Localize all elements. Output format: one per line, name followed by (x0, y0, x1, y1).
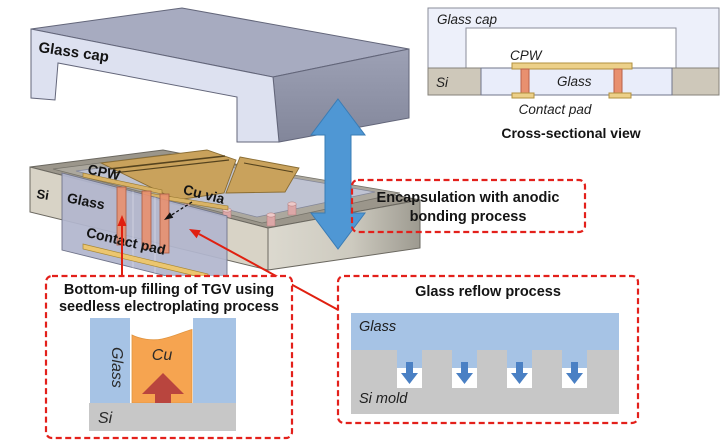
cs-cpw-strip (511, 62, 633, 70)
cs-cpw-label: CPW (510, 48, 543, 63)
cs-caption: Cross-sectional view (501, 125, 640, 141)
tgv-si-base (89, 403, 236, 431)
substrate-cpw-label: CPW (86, 161, 122, 184)
tgv-box: Bottom-up filling of TGV using seedless … (44, 274, 294, 440)
cs-pad-left (511, 92, 535, 99)
tgv-up-arrow (142, 373, 184, 425)
cu-via-bar (141, 190, 152, 250)
encapsulation-line1: Encapsulation with anodic (377, 190, 560, 206)
tgv-glass-column-left (90, 318, 130, 403)
substrate-si-label: Si (36, 186, 50, 203)
cpw-slot-line (112, 159, 230, 174)
tgv-cu-label: Cu (152, 347, 173, 364)
tgv-copper-fill (131, 328, 193, 404)
reflow-box: Glass reflow process Glass Si mold (336, 274, 640, 425)
encapsulation-line2: bonding process (410, 209, 527, 225)
substrate-3d: Si Glass CPW Cu via Contact pad (29, 149, 421, 297)
cs-cavity (465, 27, 677, 69)
reflow-si-mold-label: Si mold (359, 391, 408, 407)
glass-cap-3d: Glass cap (30, 7, 410, 143)
tgv-si-label: Si (98, 410, 113, 427)
reflow-callout-arrow (189, 229, 343, 313)
encapsulation-callout: Encapsulation with anodic bonding proces… (350, 178, 587, 234)
reflow-glass-layer (351, 313, 619, 368)
tgv-glass-column-right (193, 318, 236, 403)
tgv-glass-label: Glass (108, 347, 125, 388)
reflow-glass-label: Glass (359, 319, 396, 335)
cap-front-face (30, 28, 280, 143)
tgv-title-line1: Bottom-up filling of TGV using (64, 282, 274, 298)
reflow-down-arrows (401, 362, 583, 384)
cs-contact-pad-label: Contact pad (519, 102, 592, 117)
cs-glass-label: Glass (557, 74, 592, 89)
up-down-arrow (310, 98, 366, 250)
cs-pad-right (608, 92, 632, 99)
cs-via-right (613, 68, 623, 94)
tgv-title-line2: seedless electroplating process (59, 299, 279, 315)
reflow-title: Glass reflow process (415, 284, 561, 300)
cpw-slot-line (243, 162, 294, 173)
encapsulation-box (350, 178, 587, 234)
substrate-glass-label: Glass (66, 190, 107, 213)
cu-via-bar (159, 193, 170, 254)
cs-si-label: Si (436, 75, 449, 90)
cpw-slot-line (108, 155, 226, 170)
cross-section-view: Glass cap CPW Si Glass Contact pad Cross… (427, 7, 720, 141)
cpw-plate-right (225, 156, 300, 194)
cs-via-left (520, 68, 530, 94)
cs-glass-cap-label: Glass cap (437, 12, 498, 27)
cu-via-dashed-arrow (164, 201, 193, 220)
tgv-callout-arrow (117, 215, 127, 276)
